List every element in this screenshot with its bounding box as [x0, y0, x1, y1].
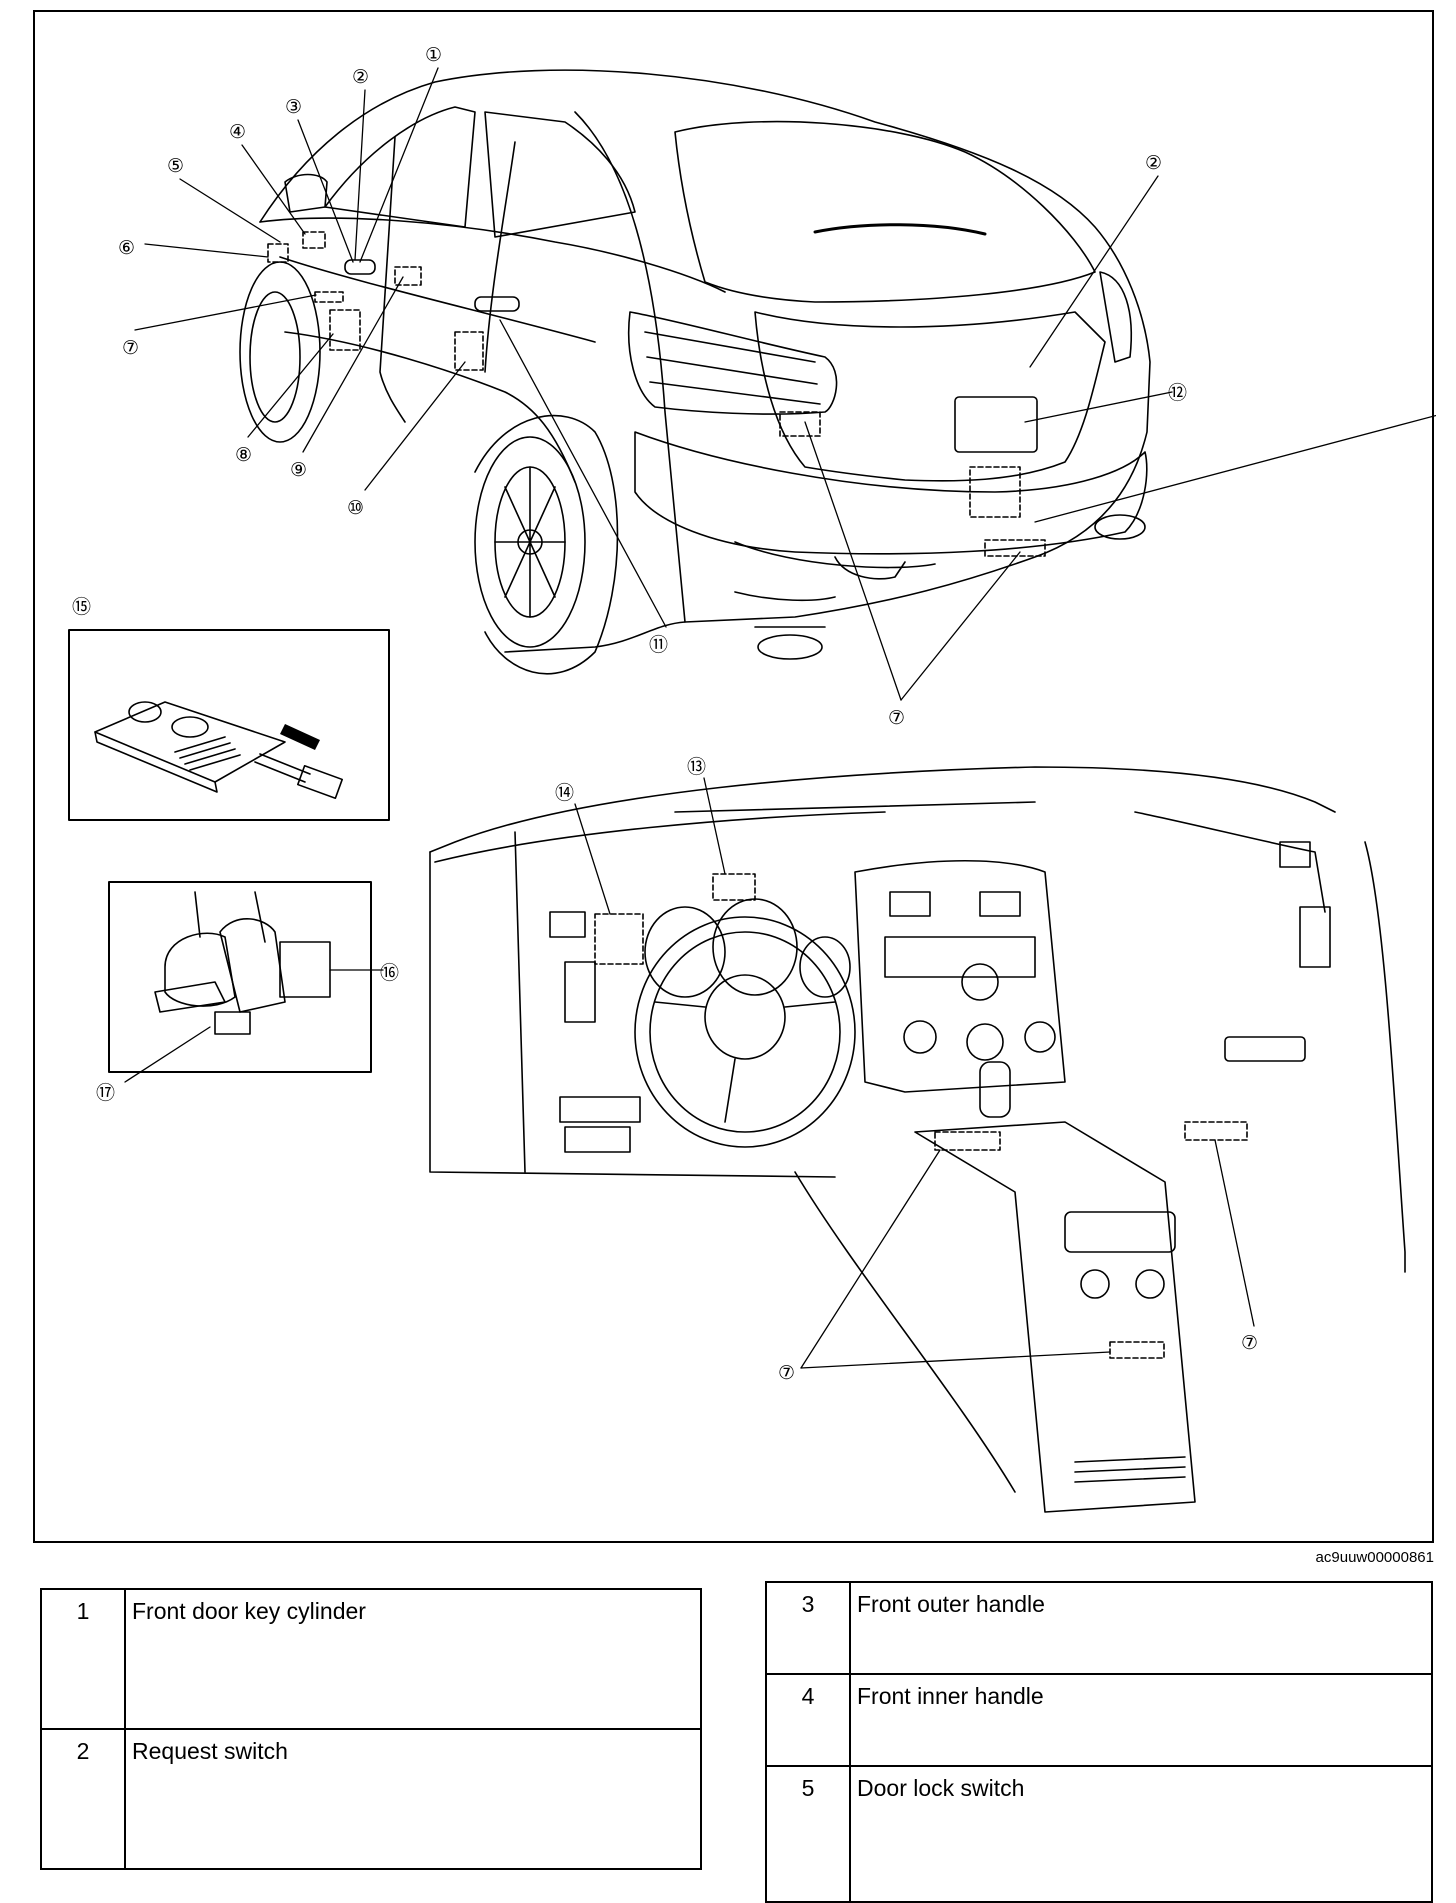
part-number: 2: [40, 1728, 126, 1870]
panel-leader-lines: [574, 777, 1255, 1369]
part-number: 5: [765, 1765, 851, 1903]
instrument-panel: [429, 766, 1406, 1513]
svg-text:⑬: ⑬: [687, 756, 706, 778]
parts-table-left: 1 Front door key cylinder 2 Request swit…: [40, 1588, 702, 1870]
svg-text:⑦: ⑦: [122, 337, 139, 359]
callout-15: ⑮: [72, 596, 91, 618]
part-label: Front door key cylinder: [124, 1588, 702, 1730]
svg-text:②: ②: [1145, 152, 1162, 174]
callout-10: ⑩: [347, 497, 364, 519]
svg-text:⑩: ⑩: [347, 497, 364, 519]
part-number: 3: [765, 1581, 851, 1675]
parts-table-right: 3 Front outer handle 4 Front inner handl…: [765, 1581, 1433, 1903]
vehicle-location-markers: [267, 231, 1046, 557]
callout-7-a: ⑦: [122, 337, 139, 359]
svg-text:⑰: ⑰: [96, 1082, 115, 1104]
svg-text:⑤: ⑤: [167, 155, 184, 177]
callout-4: ④: [229, 121, 246, 143]
svg-text:⑧: ⑧: [235, 444, 252, 466]
panel-location-markers: [594, 873, 1248, 1359]
part-number: 1: [40, 1588, 126, 1730]
table-row: 3 Front outer handle: [765, 1581, 1433, 1675]
table-row: 1 Front door key cylinder: [40, 1588, 702, 1730]
svg-text:⑦: ⑦: [888, 707, 905, 729]
table-row: 4 Front inner handle: [765, 1673, 1433, 1767]
part-label: Front inner handle: [849, 1673, 1433, 1767]
callout-3: ③: [285, 96, 302, 118]
svg-text:⑫: ⑫: [1168, 382, 1187, 404]
vehicle-body: [239, 69, 1151, 675]
callout-14: ⑭: [555, 782, 574, 804]
callout-2: ②: [352, 66, 369, 88]
svg-text:⑦: ⑦: [778, 1362, 795, 1384]
callout-6: ⑥: [118, 237, 135, 259]
callout-1: ①: [425, 44, 442, 66]
svg-text:⑥: ⑥: [118, 237, 135, 259]
diagram-drawing: ① ② ③ ④ ⑤ ⑥ ⑦ ⑧ ⑨ ⑩ ⑪ ② ⑫ ⑦ ⑮ ⑯: [68, 44, 1436, 1513]
callout-16: ⑯: [380, 962, 399, 984]
inset-key: ⑮: [68, 596, 390, 821]
part-label: Request switch: [124, 1728, 702, 1870]
svg-text:①: ①: [425, 44, 442, 66]
vehicle-leader-lines: [134, 67, 1436, 701]
part-number: 4: [765, 1673, 851, 1767]
svg-text:⑭: ⑭: [555, 782, 574, 804]
callout-7-c: ⑦: [778, 1362, 795, 1384]
callout-7-b: ⑦: [888, 707, 905, 729]
component-location-diagram: ① ② ③ ④ ⑤ ⑥ ⑦ ⑧ ⑨ ⑩ ⑪ ② ⑫ ⑦ ⑮ ⑯: [33, 10, 1436, 1543]
callout-5: ⑤: [167, 155, 184, 177]
part-label: Door lock switch: [849, 1765, 1433, 1903]
callout-8: ⑧: [235, 444, 252, 466]
table-row: 2 Request switch: [40, 1728, 702, 1870]
callout-13: ⑬: [687, 756, 706, 778]
callout-7-d: ⑦: [1241, 1332, 1258, 1354]
callout-11: ⑪: [649, 634, 668, 656]
part-label: Front outer handle: [849, 1581, 1433, 1675]
svg-text:⑦: ⑦: [1241, 1332, 1258, 1354]
callout-12: ⑫: [1168, 382, 1187, 404]
svg-text:⑨: ⑨: [290, 459, 307, 481]
svg-text:②: ②: [352, 66, 369, 88]
callout-2-b: ②: [1145, 152, 1162, 174]
svg-text:⑮: ⑮: [72, 596, 91, 618]
vehicle-callouts: ① ② ③ ④ ⑤ ⑥ ⑦ ⑧ ⑨ ⑩ ⑪ ② ⑫ ⑦: [118, 44, 1187, 729]
svg-text:⑯: ⑯: [380, 962, 399, 984]
figure-code: ac9uuw00000861: [1315, 1549, 1434, 1566]
callout-9: ⑨: [290, 459, 307, 481]
panel-callouts: ⑬ ⑭ ⑦ ⑦: [555, 756, 1258, 1384]
svg-text:③: ③: [285, 96, 302, 118]
callout-17: ⑰: [96, 1082, 115, 1104]
table-row: 5 Door lock switch: [765, 1765, 1433, 1903]
svg-text:⑪: ⑪: [649, 634, 668, 656]
inset-switch: ⑯ ⑰: [96, 881, 399, 1104]
svg-text:④: ④: [229, 121, 246, 143]
